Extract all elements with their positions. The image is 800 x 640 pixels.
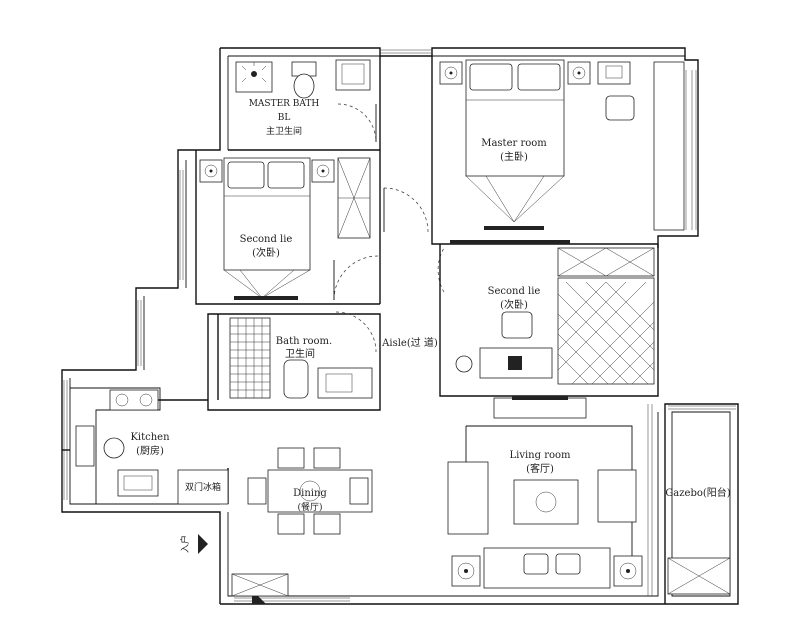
second-lie-right-label: Second lie	[488, 286, 541, 297]
computer-icon	[508, 356, 522, 370]
bath-room: Bath room. 卫生间	[229, 311, 377, 399]
exterior-walls	[61, 47, 739, 605]
centerpiece-icon	[299, 480, 321, 502]
toilet-icon	[293, 73, 315, 99]
chair-icon	[313, 447, 341, 469]
second-lie-right-zh: (次卧)	[500, 298, 528, 311]
master-bath-abbr: BL	[278, 113, 291, 123]
coffee-table	[513, 479, 579, 525]
master-bath-zh: 主卫生间	[266, 125, 302, 137]
chair-icon	[277, 447, 305, 469]
fridge-label: 双门冰箱	[185, 481, 221, 493]
tatami-pattern	[557, 281, 655, 385]
stove-icon	[109, 389, 159, 411]
chair-icon	[277, 513, 305, 535]
second-bedroom-right: Second lie (次卧)	[437, 240, 655, 385]
sink-icon	[75, 425, 95, 467]
second-lie-left-label: Second lie	[240, 234, 293, 245]
armchair-icon	[501, 311, 533, 339]
bath-room-label: Bath room.	[276, 336, 332, 347]
living-room-label: Living room	[509, 450, 571, 461]
wardrobe	[653, 61, 685, 231]
gazebo: Gazebo(阳台)	[647, 404, 731, 596]
bath-room-zh: 卫生间	[285, 347, 315, 360]
tatami-floor	[557, 277, 655, 385]
gazebo-label: Gazebo(阳台)	[665, 486, 730, 499]
master-bath: MASTER BATH BL 主卫生间	[235, 59, 377, 143]
shower-head-icon	[251, 71, 257, 77]
master-room-zh: (主卧)	[500, 150, 528, 163]
desk-computer	[597, 61, 631, 85]
dining-zh: (餐厅)	[297, 501, 322, 513]
kitchen-label: Kitchen	[130, 432, 170, 443]
master-bath-label: MASTER BATH	[249, 99, 320, 109]
washbasin	[317, 367, 373, 399]
tv-cabinet	[493, 397, 587, 419]
armchair-icon	[605, 95, 635, 121]
sofa-side	[447, 461, 489, 535]
second-lie-left-zh: (次卧)	[252, 246, 280, 259]
entrance-label: 入户	[179, 535, 191, 553]
dining: Dining (餐厅)	[247, 447, 373, 535]
person-icon	[103, 437, 125, 459]
tv-icon	[512, 396, 568, 400]
master-bedroom: Master room (主卧)	[383, 59, 685, 233]
fridge	[177, 469, 229, 505]
living-room-zh: (客厅)	[526, 462, 554, 475]
entrance-arrow-icon	[198, 534, 208, 554]
side-table	[613, 555, 643, 587]
aisle-label: Aisle(过 道)	[381, 336, 438, 349]
chair-icon	[313, 513, 341, 535]
armchair-icon	[597, 469, 637, 523]
master-room-label: Master room	[481, 138, 547, 149]
washbasin	[335, 59, 371, 91]
kitchen-zh: (厨房)	[136, 444, 164, 457]
kitchen: 双门冰箱 Kitchen (厨房)	[70, 387, 229, 505]
wardrobe-rail	[450, 240, 570, 244]
chair-icon	[349, 477, 369, 505]
living-room: Living room (客厅)	[447, 396, 643, 589]
tv-unit	[484, 226, 544, 230]
dining-label: Dining	[293, 488, 327, 499]
second-bedroom-left: Second lie (次卧)	[199, 157, 379, 301]
chair-icon	[455, 355, 473, 373]
tv-unit	[234, 296, 298, 300]
wardrobe	[557, 247, 655, 277]
oven	[117, 469, 159, 497]
toilet-icon	[283, 359, 309, 399]
chair-icon	[247, 477, 267, 505]
